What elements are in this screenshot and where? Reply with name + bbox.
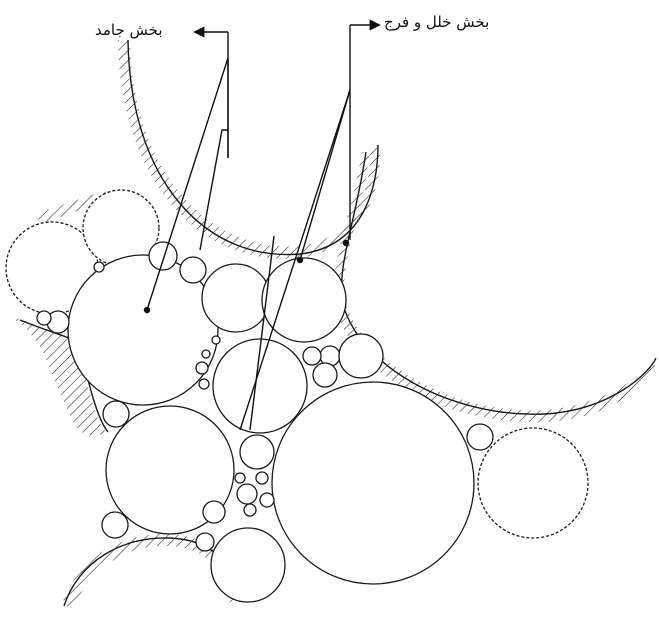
void-leader-dot	[344, 241, 349, 246]
grain-circle	[196, 533, 214, 551]
grain-circle	[211, 528, 285, 602]
grain-circle	[103, 401, 129, 427]
grain-circle	[180, 257, 206, 283]
grain-circle	[94, 262, 104, 272]
label-solid-part: بخش جامد	[95, 21, 163, 39]
grain-circle	[313, 363, 337, 387]
grain-circle	[256, 472, 268, 484]
grain-circle	[149, 242, 177, 270]
grain-circle	[235, 473, 245, 483]
grain-circle	[467, 424, 493, 450]
grain-right-hatch	[334, 152, 655, 422]
grain-circle	[272, 382, 474, 584]
grain-circle	[102, 512, 128, 538]
grain-circle	[303, 347, 321, 365]
grain-circle	[240, 435, 274, 469]
grain-circle	[202, 350, 210, 358]
grain-circle	[478, 428, 588, 538]
grain-circle	[262, 258, 346, 342]
label-void-part: بخش خلل و فرج	[384, 13, 489, 31]
grain-circle	[237, 484, 257, 504]
grain-circle	[260, 493, 274, 507]
grain-top-outline	[128, 40, 378, 255]
grain-circle	[212, 336, 220, 344]
grain-circle	[203, 501, 225, 523]
grain-circle	[37, 311, 51, 325]
grain-circle	[199, 379, 209, 389]
grain-circle	[244, 504, 256, 516]
grain-circle	[196, 362, 208, 374]
void-leader-dot	[298, 258, 303, 263]
solid-leader-dot	[145, 308, 150, 313]
grain-circle	[202, 264, 270, 332]
grain-circle	[339, 334, 383, 378]
